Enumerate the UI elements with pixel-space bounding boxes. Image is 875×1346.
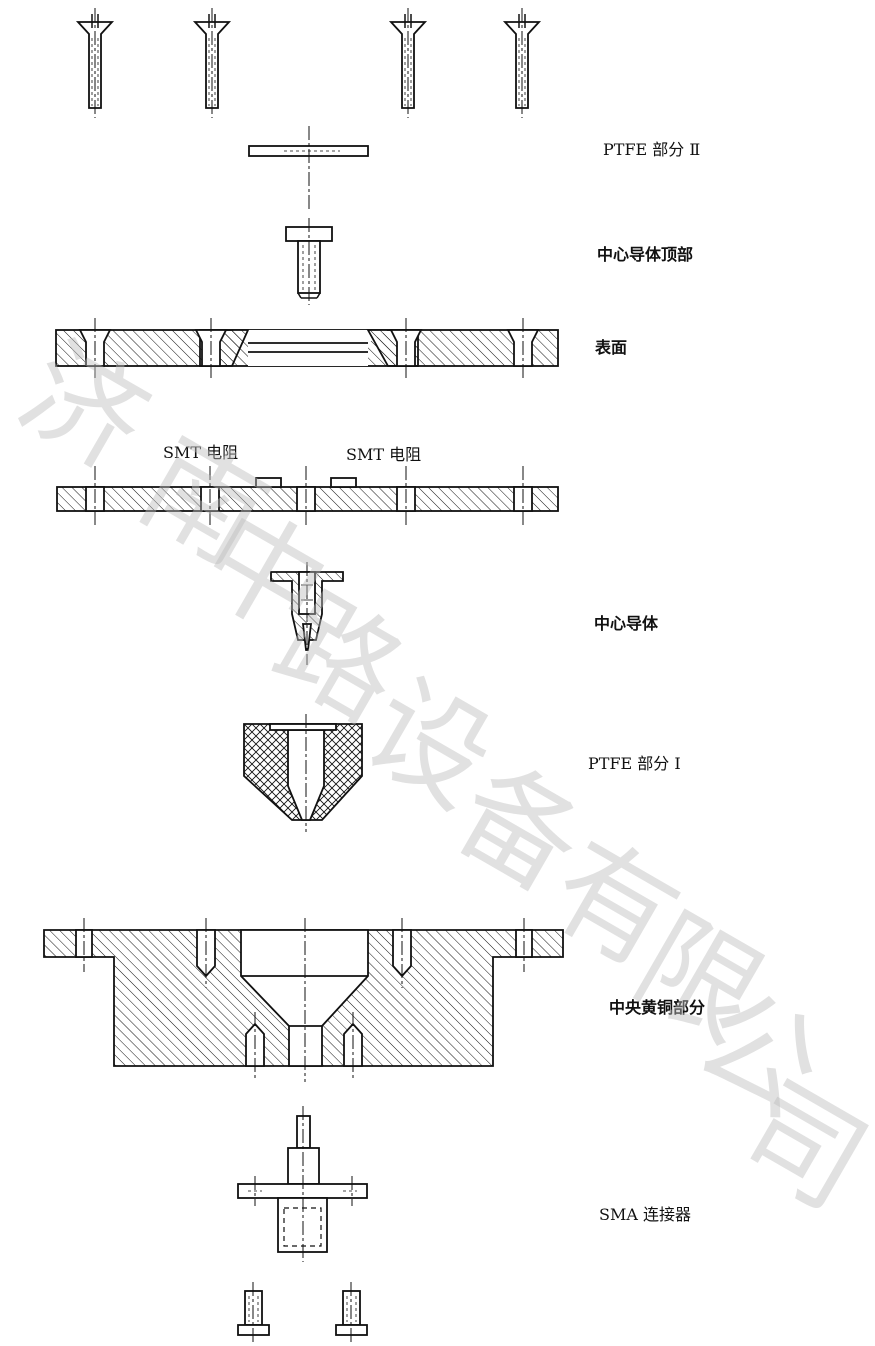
ptfe-part-2-disc bbox=[248, 126, 369, 210]
center-conductor bbox=[270, 562, 344, 665]
screw-3 bbox=[388, 8, 428, 118]
watermark: 济 南 中 路 设 备 有 限 公 司 bbox=[0, 318, 875, 1236]
bottom-screw-right bbox=[335, 1282, 368, 1345]
screw-4 bbox=[502, 8, 542, 118]
label-smt-resistor-right: SMT 电阻 bbox=[346, 445, 421, 464]
pcb-board bbox=[56, 466, 559, 525]
label-ptfe-part-1: PTFE 部分 Ⅰ bbox=[588, 754, 681, 773]
ptfe-part-1 bbox=[243, 714, 363, 832]
label-ptfe-part-2: PTFE 部分 Ⅱ bbox=[603, 140, 700, 159]
label-smt-resistor-left: SMT 电阻 bbox=[163, 443, 238, 462]
label-center-conductor: 中心导体 bbox=[594, 614, 659, 633]
label-surface: 表面 bbox=[594, 338, 627, 357]
central-brass-part bbox=[43, 918, 564, 1082]
smt-resistor-right bbox=[330, 477, 357, 488]
label-center-conductor-top: 中心导体顶部 bbox=[597, 245, 693, 264]
smt-resistor-left bbox=[255, 477, 282, 488]
sma-connector bbox=[237, 1106, 368, 1262]
screw-1 bbox=[75, 8, 115, 118]
label-sma-connector: SMA 连接器 bbox=[599, 1205, 691, 1224]
center-conductor-top bbox=[285, 218, 333, 305]
bottom-screw-left bbox=[237, 1282, 270, 1345]
screw-2 bbox=[192, 8, 232, 118]
surface-plate bbox=[55, 318, 559, 378]
label-central-brass-part: 中央黄铜部分 bbox=[609, 998, 705, 1017]
